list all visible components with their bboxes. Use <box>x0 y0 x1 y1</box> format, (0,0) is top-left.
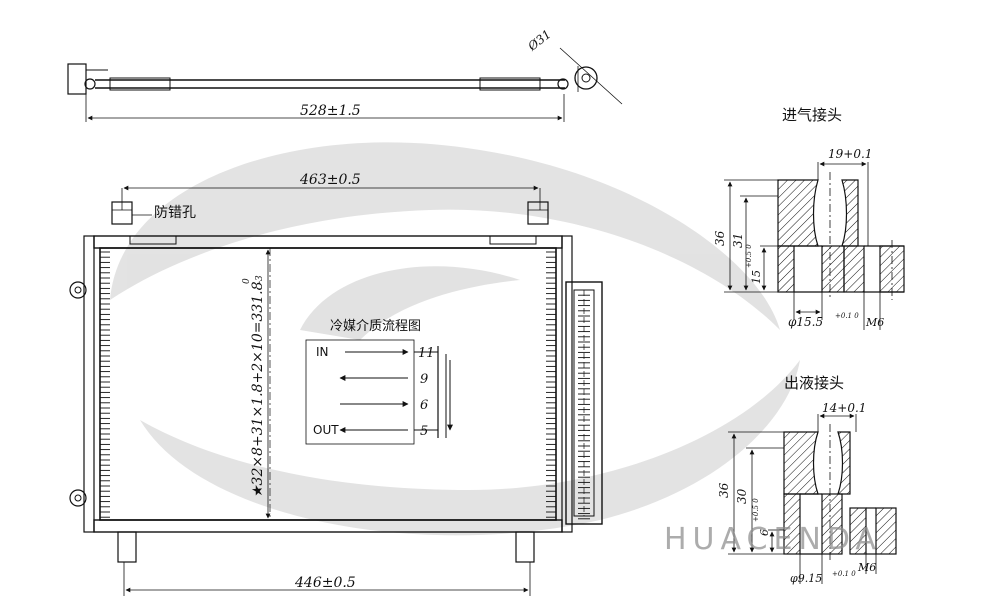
flow-diagram <box>305 339 453 445</box>
bottom-dim: 446±0.5 <box>294 575 356 591</box>
watermark-swirl <box>110 142 800 536</box>
inlet-bore-dim: φ15.5 <box>788 315 823 329</box>
flow-pass-4: 5 <box>420 424 428 439</box>
top-clamp-left <box>109 77 171 91</box>
width-dim: 463±0.5 <box>299 172 361 188</box>
top-bracket-left <box>67 63 87 95</box>
outlet-bore-tol: +0.1 0 <box>832 570 856 578</box>
outlet-thread: M6 <box>857 561 876 574</box>
flow-pass-3: 6 <box>420 398 428 413</box>
anti-error-label: 防错孔 <box>154 205 196 221</box>
condenser-core <box>99 247 557 521</box>
flow-pass-1: 11 <box>418 346 435 361</box>
core-tol-upper: 0 <box>242 278 252 284</box>
bracket-top-left <box>111 201 133 225</box>
bracket-bottom-right <box>515 531 535 563</box>
inlet-title: 进气接头 <box>782 106 842 124</box>
outlet-title: 出液接头 <box>784 374 844 392</box>
inlet-h-total: 36 <box>713 230 727 246</box>
receiver-drier <box>565 281 603 525</box>
inlet-h-low-tol: +0.5 0 <box>745 244 753 268</box>
core-fins <box>100 251 590 520</box>
flow-pass-2: 9 <box>420 372 428 387</box>
inlet-section <box>777 179 905 293</box>
outlet-dims <box>728 413 877 584</box>
inlet-h-low: 15 <box>750 270 763 284</box>
outlet-h-low-tol: +0.5 0 <box>752 498 760 522</box>
core-tol-lower: -3 <box>255 275 265 284</box>
bracket-bottom-left <box>117 531 137 563</box>
outlet-h-total: 36 <box>717 482 731 498</box>
flow-title: 冷媒介质流程图 <box>330 319 421 334</box>
outlet-h-mid: 30 <box>735 488 749 504</box>
inlet-dims <box>724 161 893 330</box>
pipe-dia-dim: Ø31 <box>525 27 554 54</box>
flow-in-label: IN <box>316 345 329 359</box>
inlet-top-dim: 19+0.1 <box>828 147 872 161</box>
inlet-h-mid: 31 <box>731 233 745 248</box>
mount-upper-left <box>69 281 87 299</box>
top-mount-left <box>84 78 96 90</box>
mount-lower-left <box>69 489 87 507</box>
top-mount-right <box>557 78 569 90</box>
side-tube-left <box>83 235 95 533</box>
outlet-h-low: 6 <box>758 529 771 536</box>
outlet-top-dim: 14+0.1 <box>822 401 866 415</box>
inlet-thread: M6 <box>865 316 884 329</box>
core-spec-dim: ★32×8+31×1.8+2×10=331.8 <box>250 281 266 498</box>
top-clamp-right <box>479 77 541 91</box>
flow-frame <box>305 339 415 445</box>
inlet-bore-tol: +0.1 0 <box>835 312 859 320</box>
top-pipe-fitting <box>574 66 598 90</box>
front-view <box>69 185 603 596</box>
outlet-section <box>783 431 897 555</box>
top-view <box>67 47 623 122</box>
side-tube-right <box>561 235 573 533</box>
pipe-dia-leader <box>559 47 623 105</box>
bracket-top-right <box>527 201 549 225</box>
outlet-bore-dim: φ9.15 <box>790 572 822 585</box>
top-length-dim: 528±1.5 <box>300 103 361 119</box>
flow-out-label: OUT <box>313 423 339 437</box>
watermark-text: HUACENDA <box>664 522 882 557</box>
